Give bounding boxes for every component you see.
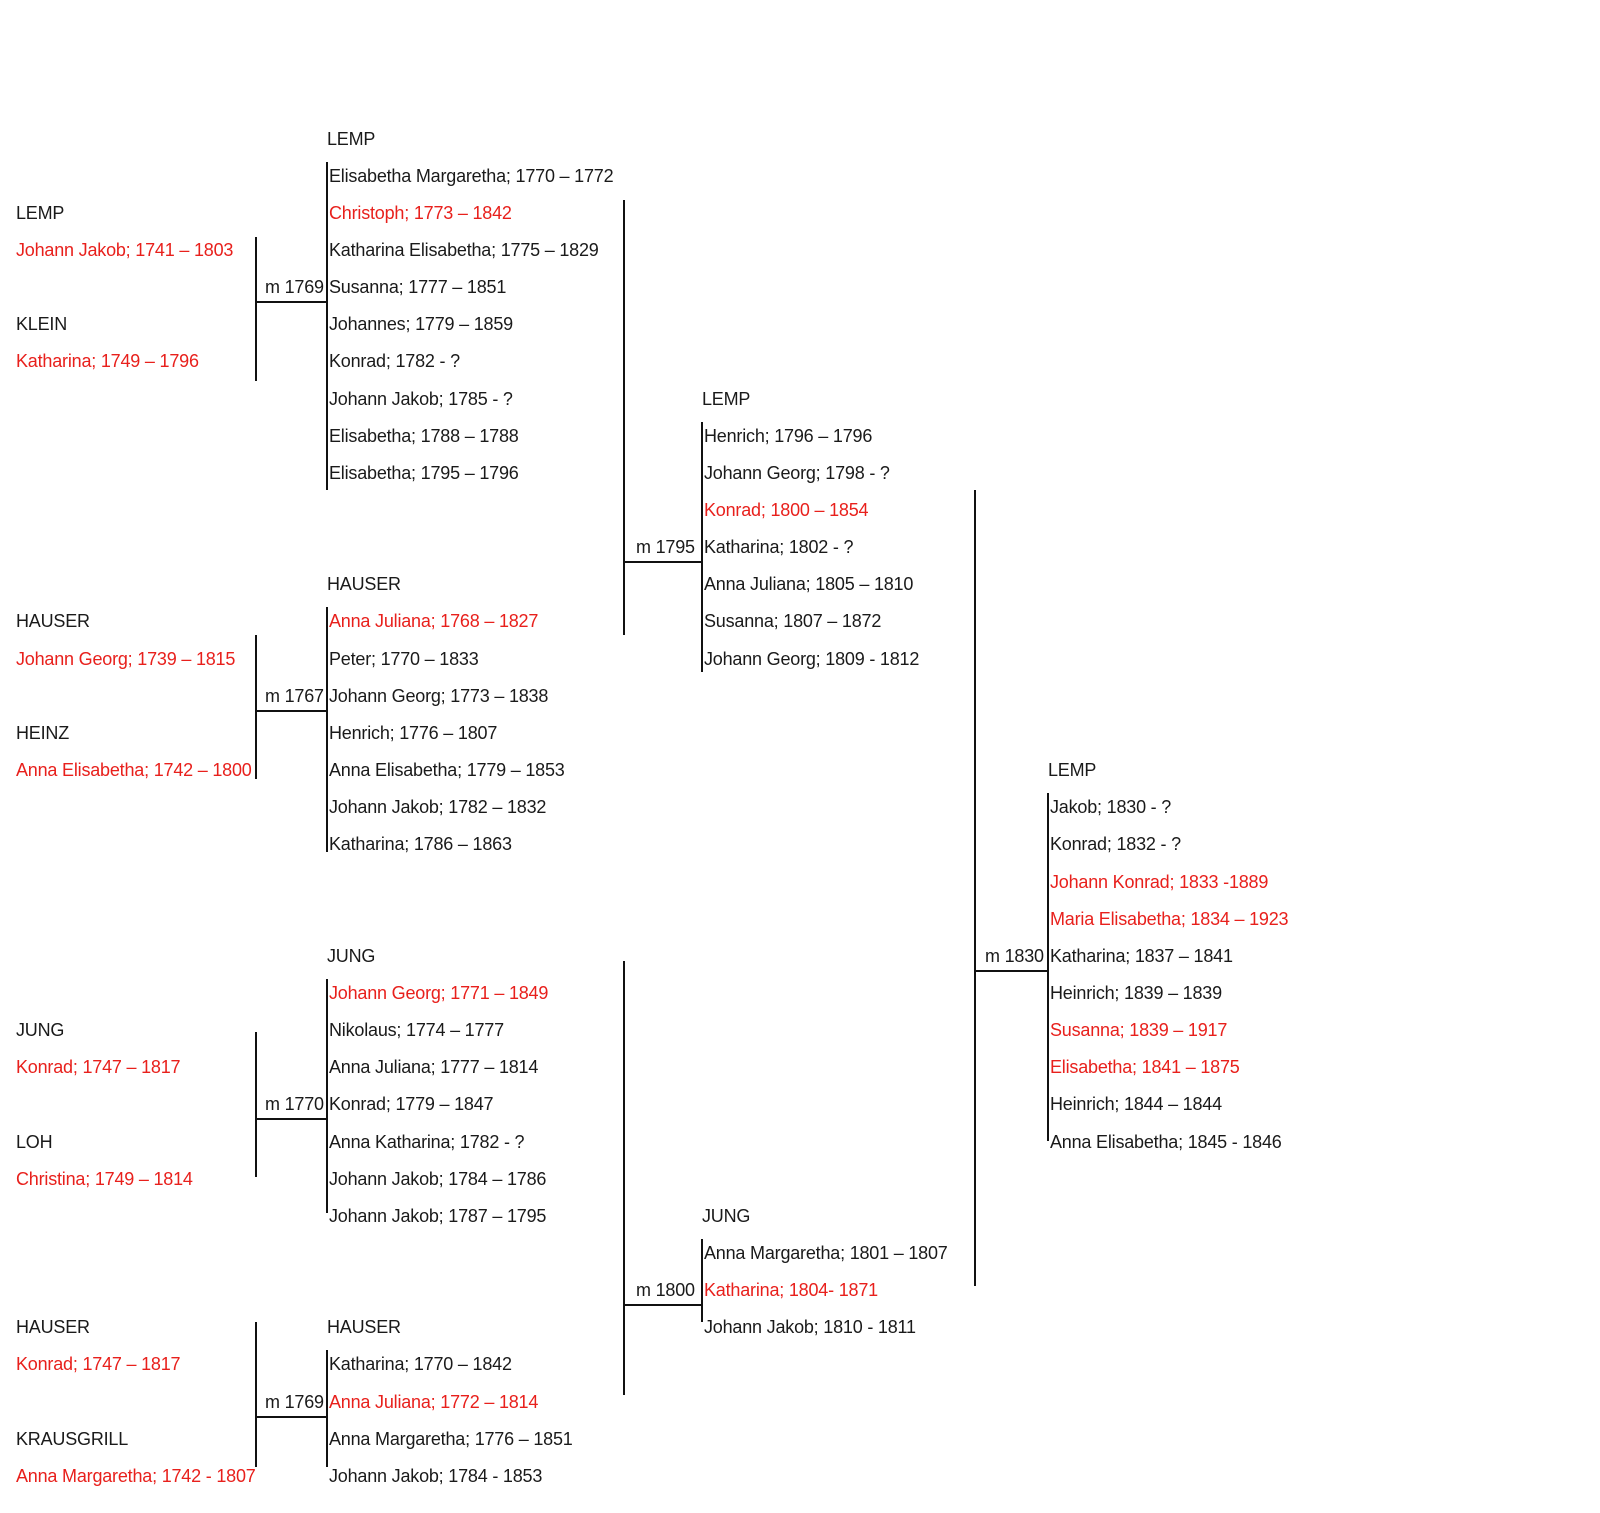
child-entry: Susanna; 1807 – 1872 [704,611,882,632]
wife-name: Christina; 1749 – 1814 [16,1168,193,1189]
wife-surname: KRAUSGRILL [16,1428,129,1449]
child-entry: Johannes; 1779 – 1859 [329,314,513,335]
child-entry: Anna Juliana; 1772 – 1814 [329,1391,539,1412]
child-entry: Elisabetha; 1795 – 1796 [329,462,519,483]
child-entry: Heinrich; 1839 – 1839 [1050,982,1222,1003]
child-entry: Johann Georg; 1798 - ? [704,462,890,483]
child-entry: Katharina; 1802 - ? [704,537,854,558]
child-entry: Elisabetha; 1788 – 1788 [329,425,519,446]
husband-surname: HAUSER [16,611,90,632]
child-entry: Susanna; 1839 – 1917 [1050,1020,1228,1041]
child-entry: Anna Margaretha; 1801 – 1807 [704,1243,948,1263]
child-entry: Katharina; 1837 – 1841 [1050,945,1233,966]
husband-name: Konrad; 1747 – 1817 [16,1057,181,1078]
child-entry: Anna Margaretha; 1776 – 1851 [329,1428,573,1449]
children-surname: HAUSER [327,1317,401,1338]
marriage-label: m 1830 [985,945,1044,966]
child-entry: Katharina Elisabetha; 1775 – 1829 [329,239,599,260]
child-entry: Anna Juliana; 1777 – 1814 [329,1057,539,1078]
child-entry: Peter; 1770 – 1833 [329,648,479,669]
child-entry: Johann Georg; 1773 – 1838 [329,685,549,706]
child-entry: Konrad; 1779 – 1847 [329,1094,494,1115]
child-entry: Anna Elisabetha; 1845 - 1846 [1050,1131,1282,1152]
child-entry: Christoph; 1773 – 1842 [329,202,512,223]
children-surname: LEMP [327,128,376,149]
marriage-connector [256,1416,327,1418]
child-entry: Elisabetha Margaretha; 1770 – 1772 [329,165,614,186]
marriage-connector [624,561,702,563]
parents-bracket [255,1322,257,1467]
parents-bracket [623,200,625,635]
husband-name: Konrad; 1747 – 1817 [16,1354,181,1375]
child-entry: Anna Katharina; 1782 - ? [329,1131,525,1152]
child-entry: Anna Juliana; 1768 – 1827 [329,611,539,632]
children-bracket [326,607,328,852]
wife-name: Anna Elisabetha; 1742 – 1800 [16,760,252,781]
child-entry: Nikolaus; 1774 – 1777 [329,1020,504,1041]
parents-bracket [974,490,976,1286]
child-entry: Johann Georg; 1809 - 1812 [704,648,920,669]
marriage-connector [256,301,327,303]
child-entry: Johann Konrad; 1833 -1889 [1050,871,1269,892]
children-surname: JUNG [327,945,376,966]
wife-surname: HEINZ [16,722,70,743]
marriage-label: m 1795 [636,537,695,558]
child-entry: Katharina; 1770 – 1842 [329,1354,512,1375]
child-entry: Heinrich; 1844 – 1844 [1050,1094,1222,1115]
children-bracket [326,1350,328,1467]
marriage-connector [975,970,1048,972]
wife-name: Anna Margaretha; 1742 - 1807 [16,1465,256,1486]
marriage-label: m 1770 [265,1094,324,1115]
child-entry: Katharina; 1786 – 1863 [329,834,512,855]
child-entry: Johann Jakob; 1785 - ? [329,388,513,409]
wife-surname: KLEIN [16,314,68,335]
child-entry: Johann Jakob; 1787 – 1795 [329,1205,547,1226]
child-entry: Johann Jakob; 1784 - 1853 [329,1465,543,1486]
child-entry: Konrad; 1832 - ? [1050,834,1181,855]
husband-name: Johann Jakob; 1741 – 1803 [16,239,234,260]
child-entry: Henrich; 1796 – 1796 [704,425,873,446]
child-entry: Katharina; 1804- 1871 [704,1280,878,1301]
marriage-label: m 1769 [265,277,324,298]
child-entry: Konrad; 1782 - ? [329,351,460,372]
parents-bracket [623,961,625,1395]
child-entry: Johann Jakob; 1810 - 1811 [704,1317,916,1338]
child-entry: Jakob; 1830 - ? [1050,797,1172,818]
children-surname: HAUSER [327,574,401,595]
children-surname: LEMP [702,388,751,409]
wife-name: Katharina; 1749 – 1796 [16,351,199,372]
child-entry: Henrich; 1776 – 1807 [329,722,498,743]
husband-surname: JUNG [16,1020,65,1041]
children-bracket [326,978,328,1213]
marriage-label: m 1767 [265,685,324,706]
children-surname: JUNG [702,1205,751,1226]
marriage-connector [624,1304,702,1306]
children-bracket [701,1239,703,1322]
children-bracket [701,421,703,672]
parents-bracket [255,1032,257,1177]
child-entry: Anna Elisabetha; 1779 – 1853 [329,760,565,781]
marriage-connector [256,1118,327,1120]
child-entry: Johann Georg; 1771 – 1849 [329,982,549,1003]
children-bracket [1047,793,1049,1141]
marriage-label: m 1769 [265,1391,324,1412]
husband-name: Johann Georg; 1739 – 1815 [16,648,236,669]
child-entry: Johann Jakob; 1784 – 1786 [329,1168,547,1189]
marriage-label: m 1800 [636,1280,695,1301]
child-entry: Johann Jakob; 1782 – 1832 [329,797,547,818]
wife-surname: LOH [16,1131,53,1152]
parents-bracket [255,237,257,381]
child-entry: Anna Juliana; 1805 – 1810 [704,574,914,595]
child-entry: Elisabetha; 1841 – 1875 [1050,1057,1240,1078]
parents-bracket [255,635,257,779]
child-entry: Maria Elisabetha; 1834 – 1923 [1050,908,1289,929]
marriage-connector [256,710,327,712]
children-surname: LEMP [1048,760,1097,781]
child-entry: Susanna; 1777 – 1851 [329,277,507,298]
child-entry: Konrad; 1800 – 1854 [704,500,869,520]
children-bracket [326,161,328,490]
husband-surname: HAUSER [16,1317,90,1338]
husband-surname: LEMP [16,202,65,223]
